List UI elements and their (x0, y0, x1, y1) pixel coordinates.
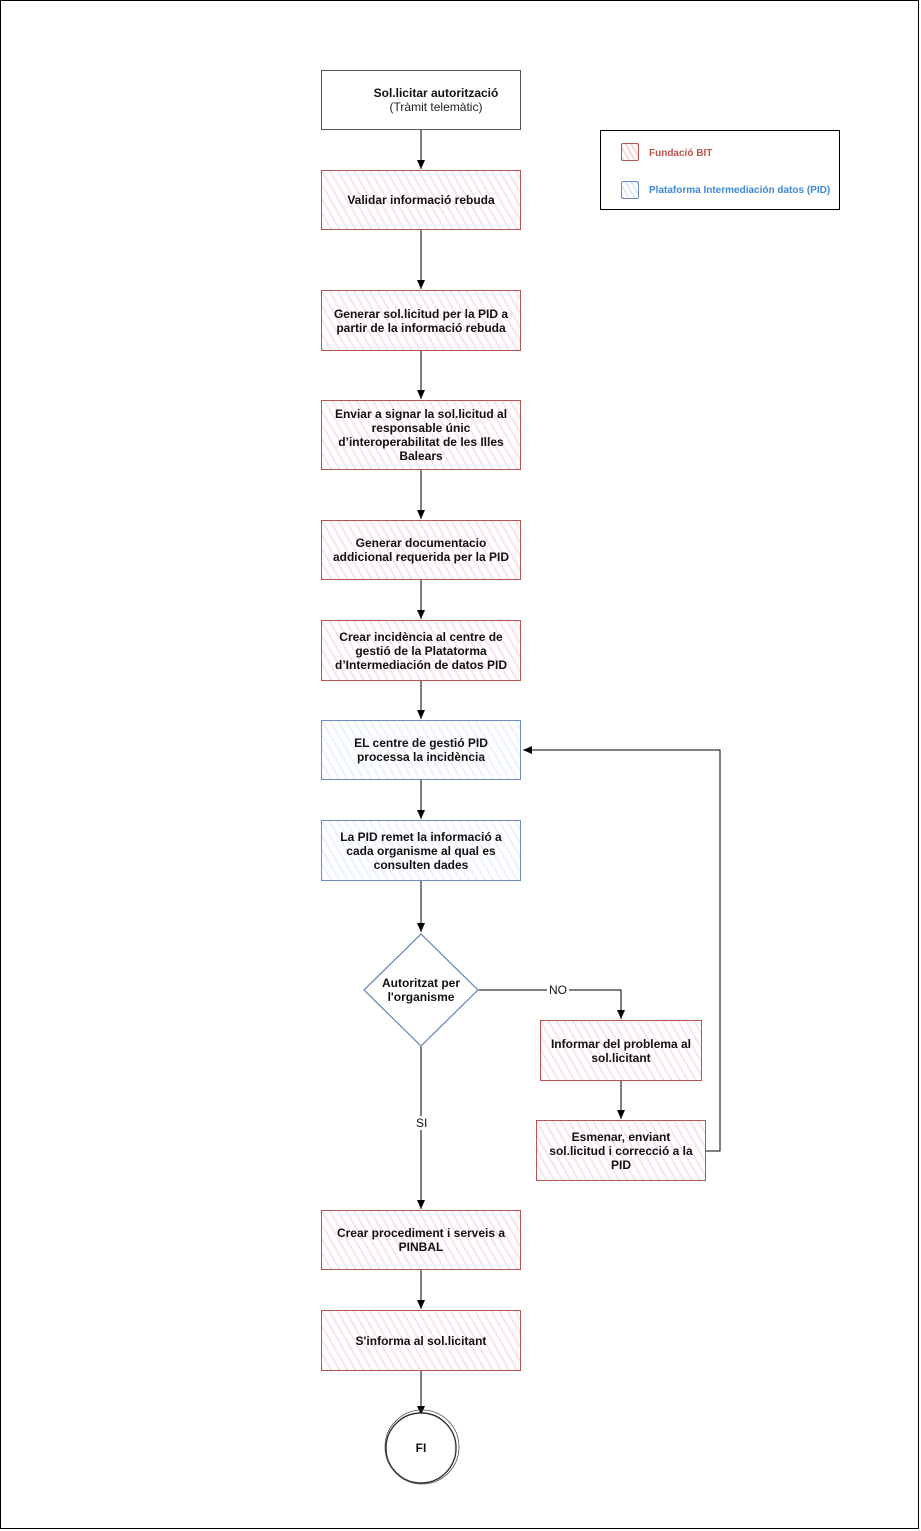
step-informar-problema: Informar del problema al sol.licitant (540, 1020, 702, 1081)
step-esmenar: Esmenar, enviant sol.licitud i correcció… (536, 1120, 706, 1181)
step-informa: S'informa al sol.licitant (321, 1310, 521, 1371)
step-crear-incidencia: Crear incidència al centre de gestió de … (321, 620, 521, 681)
decision-diamond (363, 933, 479, 1047)
start-subtitle: (Tràmit telemàtic) (389, 100, 483, 114)
step-remet: La PID remet la informació a cada organi… (321, 820, 521, 881)
legend-label-fundacio: Fundació BIT (649, 148, 713, 159)
step-processa: EL centre de gestió PID processa la inci… (321, 720, 521, 780)
decision-label: Autoritzat per l'organisme (382, 976, 460, 1004)
end-circle (385, 1412, 457, 1484)
step-validar: Validar informació rebuda (321, 170, 521, 230)
legend-swatch-pid (621, 181, 639, 199)
legend-label-pid: Plataforma Intermediación datos (PID) (649, 185, 831, 196)
edge-decision-no (478, 989, 625, 1019)
start-title: Sol.licitar autorització (373, 86, 499, 100)
legend: Fundació BIT Plataforma Intermediación d… (600, 130, 840, 210)
legend-swatch-fundacio (621, 143, 639, 161)
step-crear-procediment: Crear procediment i serveis a PINBAL (321, 1210, 521, 1270)
edge-label-no: NO (547, 983, 569, 997)
step-enviar: Enviar a signar la sol.licitud al respon… (321, 400, 521, 470)
edge-label-si: SI (414, 1116, 430, 1130)
end-label: FI (415, 1441, 427, 1455)
edge-esmenar-loop (523, 746, 721, 1152)
step-generar-doc: Generar documentacio addicional requerid… (321, 520, 521, 580)
start-node: Sol.licitar autorització (Tràmit telemàt… (321, 70, 521, 130)
step-generar-sol: Generar sol.licitud per la PID a partir … (321, 290, 521, 351)
